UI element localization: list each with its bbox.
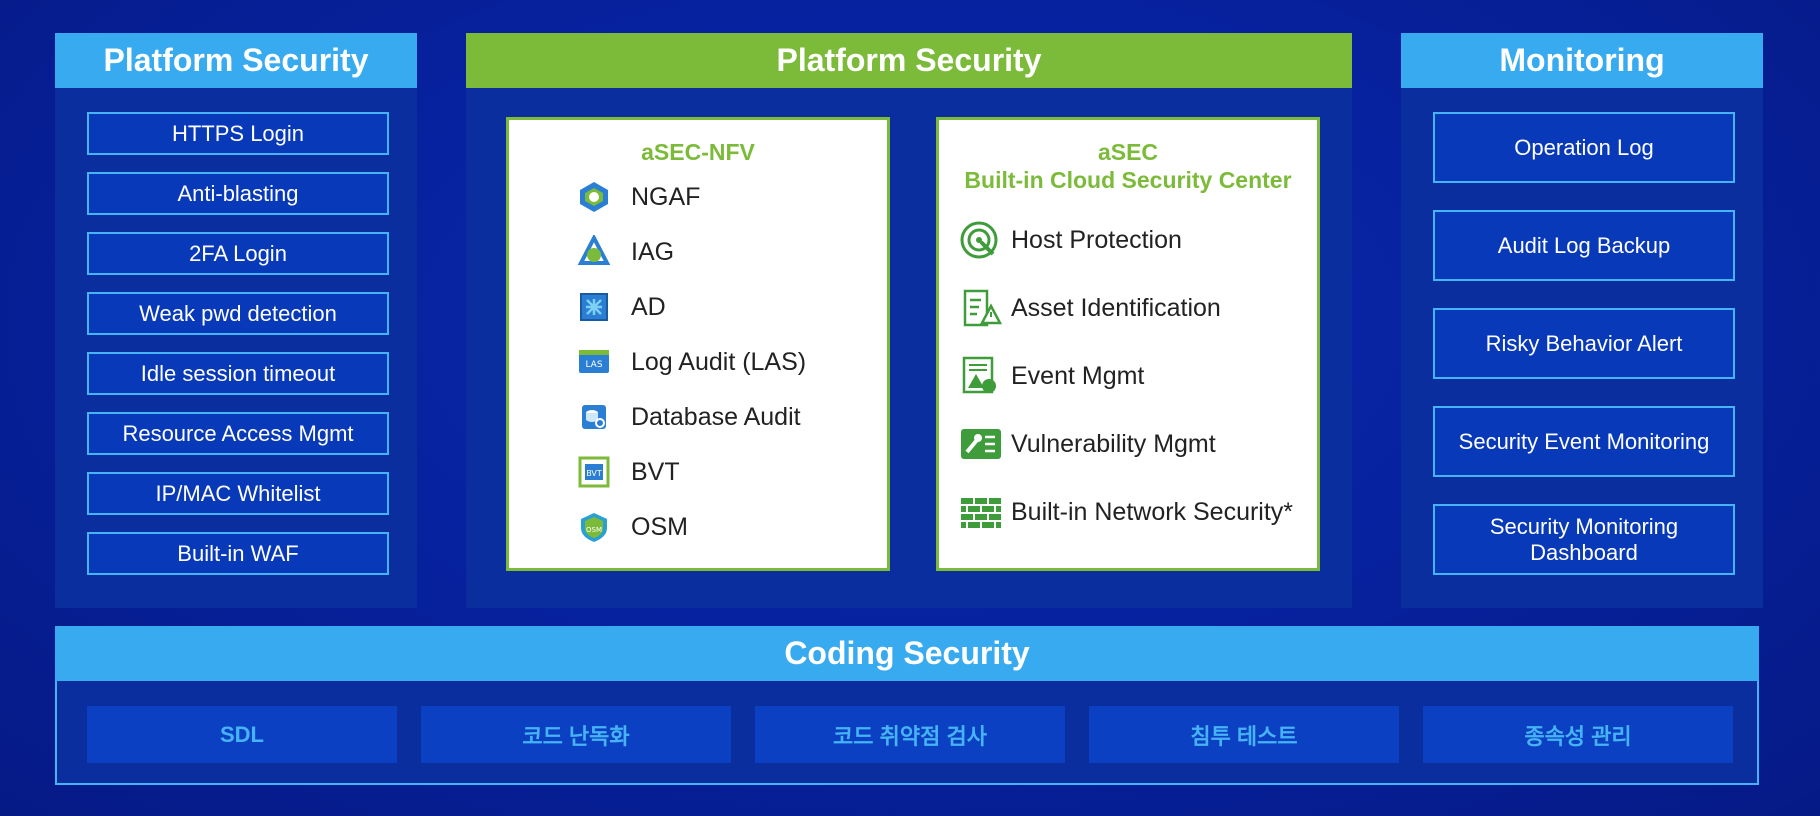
coding-item-dependency-mgmt: 종속성 관리 [1423, 706, 1733, 763]
left-item-2fa-login: 2FA Login [87, 232, 389, 275]
cloud-item-label: Host Protection [1011, 225, 1182, 254]
left-item-built-in-waf: Built-in WAF [87, 532, 389, 575]
bvt-icon: BVT [577, 455, 611, 489]
asec-cloud-title-line2: Built-in Cloud Security Center [964, 167, 1292, 193]
platform-security-title: Platform Security [55, 33, 417, 88]
right-item-security-event-monitoring: Security Event Monitoring [1433, 406, 1735, 477]
left-item-resource-access: Resource Access Mgmt [87, 412, 389, 455]
nfv-item-label: BVT [631, 457, 680, 486]
cloud-row-asset-identification: Asset Identification [959, 288, 1221, 328]
cloud-item-label: Built-in Network Security* [1011, 497, 1294, 526]
osm-icon: OSM [577, 510, 611, 544]
nfv-row-ad: AD [577, 290, 666, 324]
left-item-weak-pwd: Weak pwd detection [87, 292, 389, 335]
asset-identification-icon [959, 288, 1003, 328]
left-item-https-login: HTTPS Login [87, 112, 389, 155]
nfv-row-osm: OSM OSM [577, 510, 688, 544]
nfv-row-las: LAS Log Audit (LAS) [577, 345, 806, 379]
nfv-item-label: IAG [631, 237, 675, 266]
las-icon-text: LAS [585, 360, 602, 370]
asec-nfv-box: aSEC-NFV NGAF IAG AD LAS Log Audit (LAS) [506, 117, 890, 571]
nfv-item-label: Log Audit (LAS) [631, 347, 807, 376]
database-audit-icon [577, 400, 611, 434]
cloud-item-label: Vulnerability Mgmt [1011, 429, 1216, 458]
iag-icon [577, 235, 611, 269]
platform-security-panel: Platform Security HTTPS Login Anti-blast… [55, 33, 417, 608]
left-item-ip-mac-whitelist: IP/MAC Whitelist [87, 472, 389, 515]
monitoring-panel: Monitoring Operation Log Audit Log Backu… [1401, 33, 1763, 608]
coding-item-sdl: SDL [87, 706, 397, 763]
monitoring-title: Monitoring [1401, 33, 1763, 88]
left-item-anti-blasting: Anti-blasting [87, 172, 389, 215]
nfv-item-label: OSM [631, 512, 688, 541]
cloud-row-host-protection: Host Protection [959, 220, 1182, 260]
right-item-risky-behavior-alert: Risky Behavior Alert [1433, 308, 1735, 379]
cloud-item-label: Event Mgmt [1011, 361, 1145, 390]
bvt-icon-text: BVT [586, 469, 602, 478]
las-icon: LAS [577, 345, 611, 379]
center-platform-security-panel: Platform Security aSEC-NFV NGAF IAG AD L… [466, 33, 1352, 608]
nfv-row-ngaf: NGAF [577, 180, 700, 214]
nfv-item-label: NGAF [631, 182, 701, 211]
nfv-item-label: Database Audit [631, 402, 801, 431]
right-item-security-monitoring-dashboard: Security Monitoring Dashboard [1433, 504, 1735, 575]
nfv-row-iag: IAG [577, 235, 674, 269]
center-panel-title: Platform Security [466, 33, 1352, 88]
vulnerability-mgmt-icon [959, 424, 1003, 464]
right-item-audit-log-backup: Audit Log Backup [1433, 210, 1735, 281]
coding-security-panel: Coding Security SDL 코드 난독화 코드 취약점 검사 침투 … [55, 626, 1759, 785]
coding-item-vulnerability-scan: 코드 취약점 검사 [755, 706, 1065, 763]
firewall-icon [959, 492, 1003, 532]
host-protection-icon [959, 220, 1003, 260]
event-mgmt-icon [959, 356, 1003, 396]
cloud-row-built-in-network-security: Built-in Network Security* [959, 492, 1293, 532]
asec-cloud-title-line1: aSEC [1097, 139, 1159, 165]
cloud-item-label: Asset Identification [1011, 293, 1221, 322]
asec-cloud-box: aSEC Built-in Cloud Security Center Host… [936, 117, 1320, 571]
asec-nfv-title: aSEC-NFV [641, 139, 755, 165]
nfv-row-database-audit: Database Audit [577, 400, 801, 434]
right-item-operation-log: Operation Log [1433, 112, 1735, 183]
cloud-row-vulnerability-mgmt: Vulnerability Mgmt [959, 424, 1216, 464]
osm-icon-text: OSM [586, 526, 602, 534]
coding-security-title: Coding Security [55, 626, 1759, 681]
coding-item-penetration-test: 침투 테스트 [1089, 706, 1399, 763]
coding-item-obfuscation: 코드 난독화 [421, 706, 731, 763]
nfv-item-label: AD [631, 292, 666, 321]
cloud-row-event-mgmt: Event Mgmt [959, 356, 1144, 396]
ngaf-icon [577, 180, 611, 214]
nfv-row-bvt: BVT BVT [577, 455, 680, 489]
left-item-idle-session: Idle session timeout [87, 352, 389, 395]
ad-icon [577, 290, 611, 324]
